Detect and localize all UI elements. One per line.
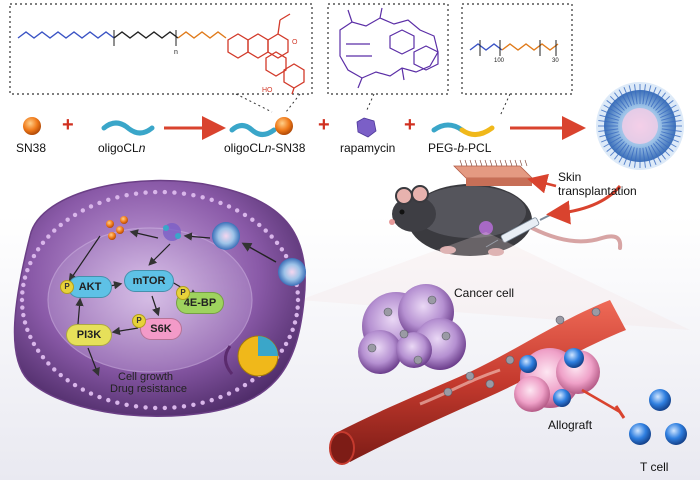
pcl-segment xyxy=(459,125,495,137)
callout-line-sn38-b xyxy=(285,93,301,113)
allograft-tissue xyxy=(514,348,600,412)
plus-sign: + xyxy=(318,114,330,136)
sn38-sphere xyxy=(23,117,41,135)
peg-segment xyxy=(431,122,465,133)
peg-pcl-label: PEG-b-PCL xyxy=(428,141,492,155)
released-rapamycin xyxy=(163,223,181,241)
skin-transplantation-label: Skin transplantation xyxy=(558,170,637,198)
sn38-label: SN38 xyxy=(16,141,47,155)
callout-line-sn38 xyxy=(235,93,273,113)
callout-line-peg xyxy=(499,93,511,117)
oligocl-label: oligoCLn xyxy=(98,141,146,155)
inhibit-akt-arrow xyxy=(68,235,101,282)
mouse-illustration xyxy=(389,184,623,256)
mtor-node: mTOR xyxy=(124,270,174,292)
phospho-badge: P xyxy=(60,280,74,294)
nanoparticle-small xyxy=(212,222,306,286)
conjugate-strand xyxy=(229,123,277,137)
cell-outcome-label: Cell growth Drug resistance xyxy=(110,371,188,395)
svg-text:100: 100 xyxy=(494,58,505,64)
phospho-badge: P xyxy=(176,286,190,300)
svg-text:HO: HO xyxy=(262,87,273,94)
cancer-tumor xyxy=(358,284,466,374)
inhibit-mtor-arrow xyxy=(148,243,171,266)
inhibition-bar xyxy=(614,405,626,419)
mtor-to-s6k-arrow xyxy=(151,295,161,317)
oligocl-strand xyxy=(101,120,155,136)
conjugate-sphere xyxy=(275,117,293,135)
pi3k-node: PI3K xyxy=(66,324,112,346)
sn38-structure-box: n HO O xyxy=(9,3,313,95)
growth-arrow xyxy=(87,347,100,377)
allograft-label: Allograft xyxy=(548,418,593,432)
s6k-node: S6K xyxy=(140,318,182,340)
rapamycin-structure-box xyxy=(327,3,449,95)
released-sn38 xyxy=(106,216,128,240)
rapamycin-crystal xyxy=(356,117,377,138)
akt-node: AKT xyxy=(68,276,112,298)
nanoparticle xyxy=(596,82,684,170)
t-cell-label: T cell xyxy=(640,460,669,474)
tissue-nanoparticles xyxy=(367,295,601,397)
pi3k-to-akt-arrow xyxy=(75,297,84,325)
svg-text:30: 30 xyxy=(552,58,559,64)
t-cells xyxy=(629,389,687,445)
oligocl-sn38-label: oligoCLn-SN38 xyxy=(224,141,306,155)
skin-graft-patch xyxy=(453,159,533,186)
plus-sign: + xyxy=(62,114,74,136)
release-arrow xyxy=(183,232,211,241)
injection-arrow xyxy=(546,185,622,225)
release-arrow-b xyxy=(129,229,159,239)
plus-sign: + xyxy=(404,114,416,136)
s6k-to-pi3k-arrow xyxy=(111,326,139,336)
rapamycin-label: rapamycin xyxy=(340,141,396,155)
cancer-cell-label: Cancer cell xyxy=(454,286,515,300)
phospho-badge: P xyxy=(132,314,146,328)
transplant-arrow xyxy=(527,173,557,194)
peg-pcl-structure-box: 100 30 xyxy=(461,3,573,95)
svg-text:O: O xyxy=(292,39,298,46)
t-cell-inhibition-line xyxy=(581,388,621,414)
blood-vessel xyxy=(329,300,626,465)
callout-line-rapamycin xyxy=(365,93,375,113)
svg-text:n: n xyxy=(174,49,178,56)
cell-organelle xyxy=(224,335,279,377)
uptake-arrow xyxy=(241,242,277,263)
